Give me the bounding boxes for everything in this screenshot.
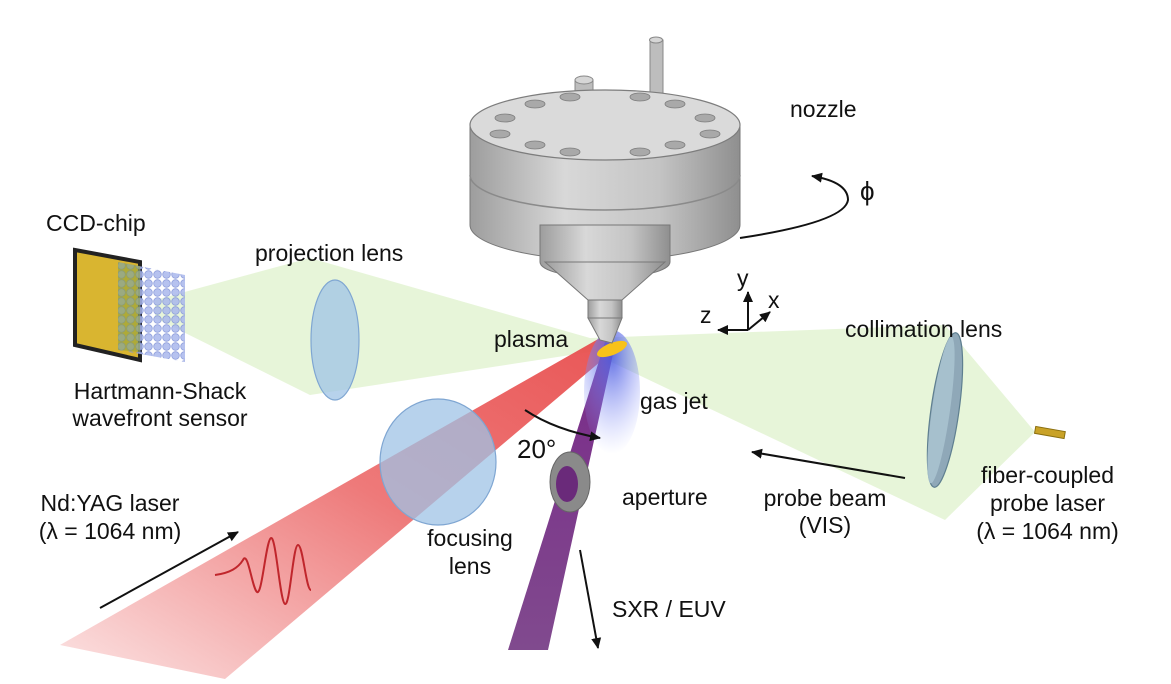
nozzle-label: nozzle	[790, 96, 857, 122]
fiber-label-line2: probe laser	[989, 490, 1106, 516]
probe-beam-label-line1: probe beam	[763, 485, 887, 511]
plasma	[596, 340, 628, 358]
laser-direction-arrow	[99, 531, 239, 609]
axis-y-label: y	[737, 265, 749, 291]
coordinate-axes	[717, 291, 771, 335]
angle-label: 20°	[517, 434, 557, 464]
aperture-label: aperture	[622, 484, 708, 510]
plasma-label: plasma	[494, 326, 569, 352]
sxr-euv-label: SXR / EUV	[612, 596, 726, 622]
aperture	[549, 451, 591, 513]
axis-z-label: z	[700, 302, 712, 328]
hartmann-label-line1: Hartmann-Shack	[73, 378, 247, 404]
sxr-direction-arrow	[579, 549, 602, 649]
fiber-label-line1: fiber-coupled	[981, 462, 1114, 488]
probe-beam	[155, 258, 1035, 520]
laser-pulse-icon	[214, 536, 312, 606]
hartmann-shack-sensor	[73, 247, 185, 363]
focusing-lens-label-line1: focusing	[427, 525, 513, 551]
focusing-lens	[379, 398, 497, 526]
focusing-lens-label-line2: lens	[448, 553, 492, 579]
fiber-coupled-probe-laser	[1033, 425, 1066, 440]
laser-label-line1: Nd:YAG laser	[40, 490, 180, 516]
projection-lens	[310, 279, 360, 401]
laser-label-line2: (λ = 1064 nm)	[38, 518, 182, 544]
fiber-label-line3: (λ = 1064 nm)	[976, 518, 1119, 544]
rotation-arrow-icon	[739, 172, 850, 239]
gas-jet-label: gas jet	[640, 388, 708, 414]
axis-x-label: x	[768, 287, 780, 313]
probe-beam-label-line2: (VIS)	[798, 512, 852, 538]
nozzle-assembly	[469, 36, 741, 344]
angle-arc-icon	[524, 409, 601, 442]
projection-lens-label: projection lens	[255, 240, 404, 266]
probe-direction-arrow	[751, 448, 906, 479]
ccd-chip-label: CCD-chip	[46, 210, 146, 236]
gas-jet	[584, 330, 640, 454]
collimation-lens-label: collimation lens	[845, 316, 1003, 342]
phi-label: ϕ	[860, 176, 875, 206]
collimation-lens	[926, 332, 964, 488]
hartmann-label-line2: wavefront sensor	[72, 405, 248, 431]
